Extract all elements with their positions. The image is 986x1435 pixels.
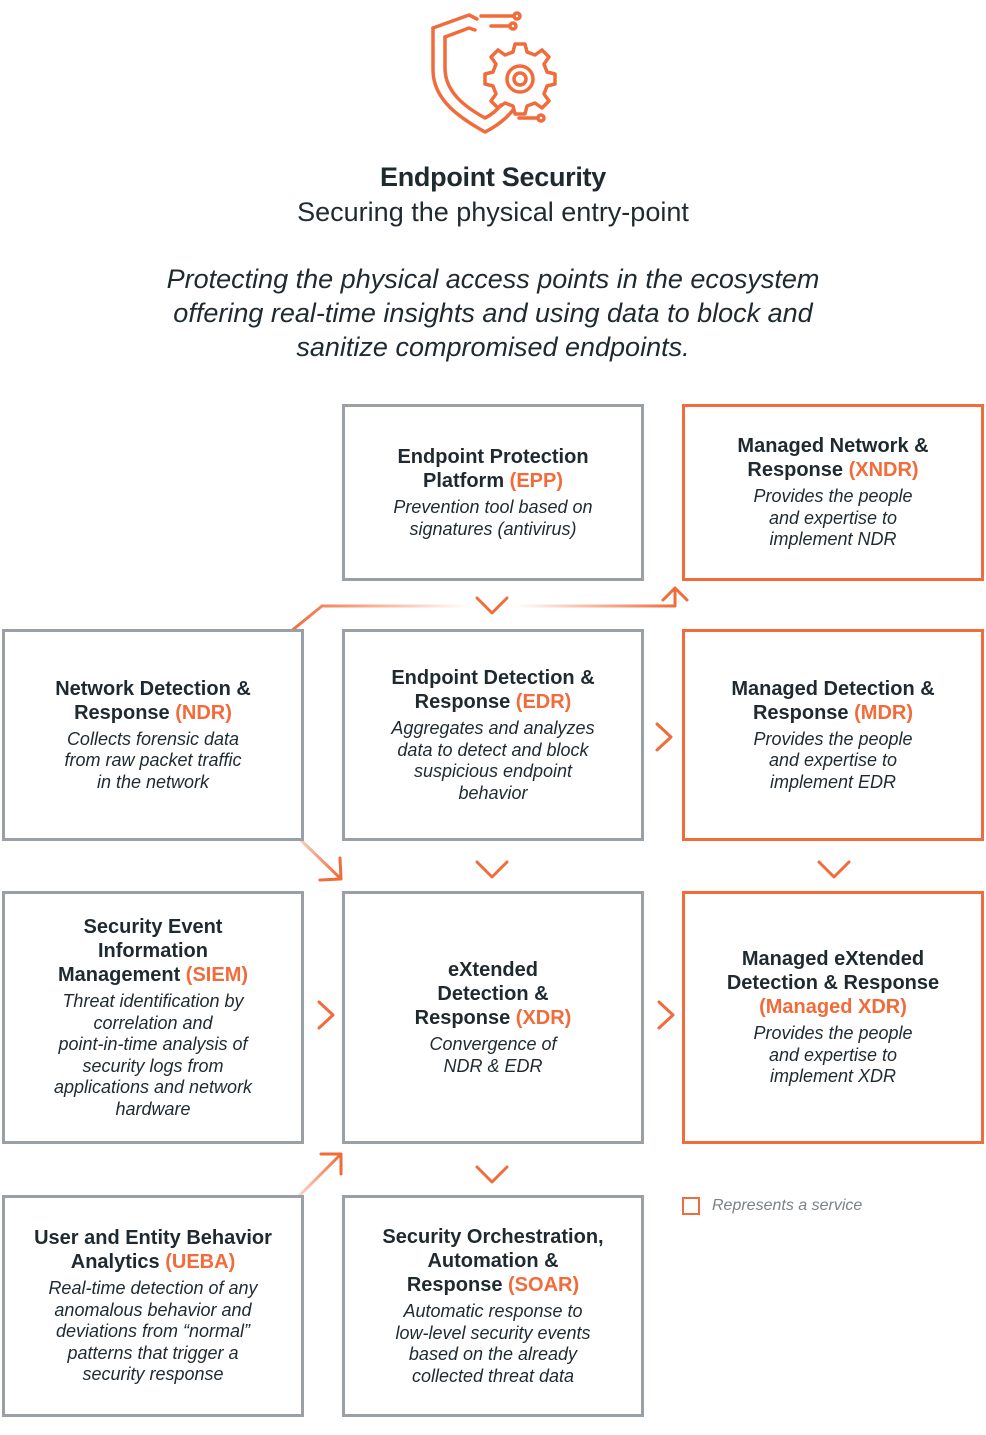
box-ndr-title: Network Detection &Response (NDR): [55, 677, 251, 724]
box-epp-abbr: (EPP): [509, 470, 564, 492]
box-xndr-title: Managed Network &Response (XNDR): [737, 435, 929, 482]
legend-label: Represents a service: [712, 1197, 863, 1214]
arrowhead: [318, 856, 343, 882]
arrowhead: [319, 1152, 343, 1176]
box-edr-abbr: (EDR): [515, 691, 572, 713]
arrowhead: [475, 596, 509, 615]
box-soar-title: Security Orchestration,Automation &Respo…: [382, 1226, 604, 1296]
box-ueba-abbr: (UEBA): [165, 1251, 236, 1274]
box-xdr-abbr: (XDR): [515, 1007, 572, 1029]
box-soar: Security Orchestration,Automation &Respo…: [342, 1195, 644, 1417]
box-ndr: Network Detection &Response (NDR) Collec…: [2, 629, 304, 841]
box-edr: Endpoint Detection &Response (EDR) Aggre…: [342, 629, 644, 841]
arrowhead: [317, 1000, 335, 1030]
box-mdr: Managed Detection &Response (MDR) Provid…: [682, 629, 984, 841]
page-subtitle: Securing the physical entry-point: [297, 197, 689, 227]
box-managed-xdr-abbr: (Managed XDR): [759, 996, 907, 1019]
arrowhead: [475, 1165, 509, 1184]
arrowhead: [657, 1000, 675, 1030]
shield-gear-icon: [431, 11, 557, 134]
legend-service-swatch: [682, 1197, 700, 1215]
box-siem-abbr: (SIEM): [185, 964, 249, 986]
box-xndr-abbr: (XNDR): [848, 459, 919, 482]
tagline-line: offering real-time insights and using da…: [173, 298, 813, 328]
page-title: Endpoint Security: [380, 162, 606, 192]
box-ndr-abbr: (NDR): [175, 701, 232, 724]
arrowhead: [661, 586, 689, 602]
box-mdr-title: Managed Detection &Response (MDR): [731, 677, 935, 724]
legend: Represents a service: [682, 1194, 862, 1218]
box-soar-abbr: (SOAR): [508, 1274, 580, 1296]
tagline-line: sanitize compromised endpoints.: [296, 332, 690, 362]
box-mdr-abbr: (MDR): [854, 701, 913, 724]
box-edr-title: Endpoint Detection &Response (EDR): [391, 667, 595, 713]
tagline: Protecting the physical access points in…: [90, 262, 896, 364]
arrowhead: [817, 860, 851, 879]
tagline-line: Protecting the physical access points in…: [166, 264, 820, 294]
arrowhead: [475, 860, 509, 879]
arrowhead: [655, 722, 673, 752]
box-xndr: Managed Network &Response (XNDR) Provide…: [682, 404, 984, 581]
arrow-to-xndr: [512, 588, 677, 608]
